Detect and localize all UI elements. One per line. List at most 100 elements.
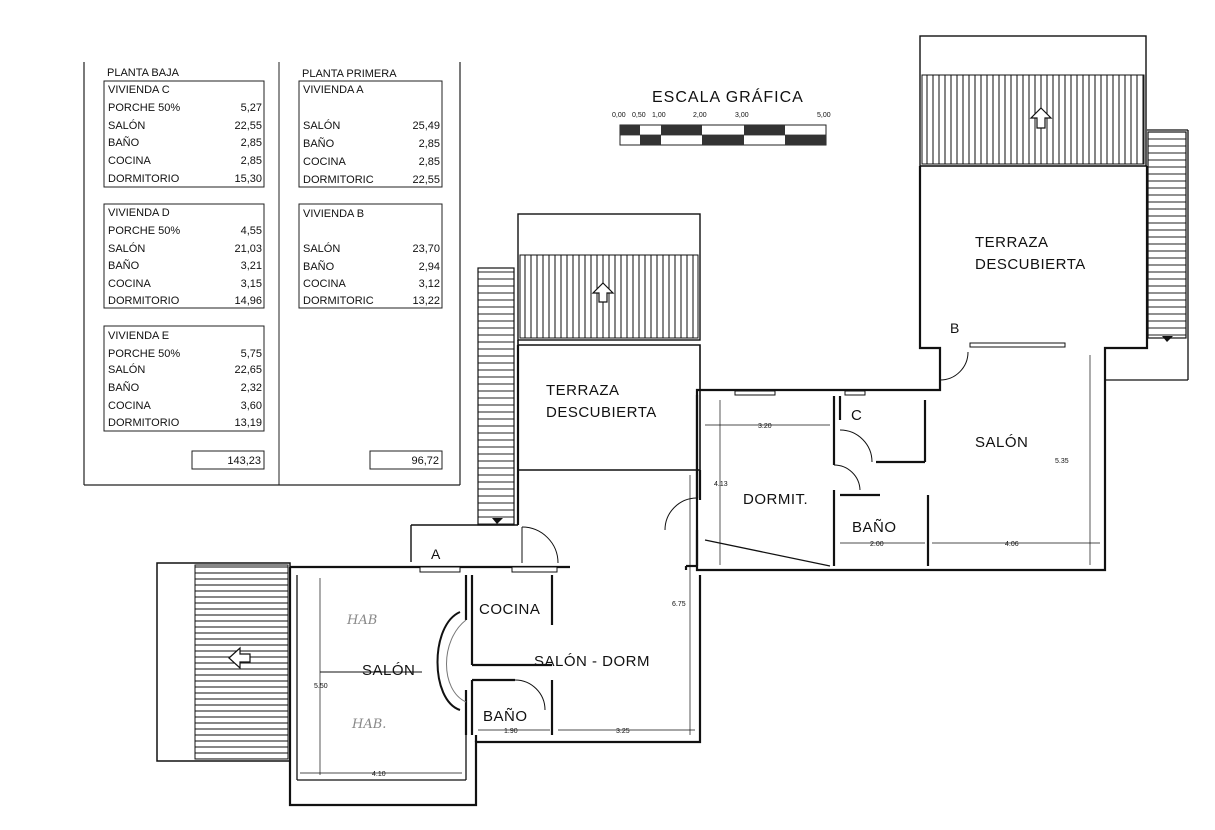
room-label: BAÑO: [108, 381, 140, 394]
room-area: 13,22: [412, 295, 440, 307]
room-terraza-left-line2: DESCUBIERTA: [546, 404, 657, 421]
room-label: BAÑO: [108, 136, 140, 149]
room-label: COCINA: [303, 156, 346, 168]
dimension-label: 5.50: [314, 683, 328, 690]
dimension-label: 4.06: [1005, 541, 1019, 548]
room-area: 2,32: [241, 382, 262, 394]
room-terraza-right: TERRAZA: [975, 234, 1049, 251]
room-area: 21,03: [234, 243, 262, 255]
room-label: COCINA: [108, 278, 151, 290]
room-area: 2,94: [419, 261, 440, 273]
dimension-label: 1.90: [504, 728, 518, 735]
scale-title: ESCALA GRÁFICA: [652, 87, 804, 106]
room-area: 2,85: [419, 156, 440, 168]
dimension-label: 6.75: [672, 601, 686, 608]
room-label: PORCHE 50%: [108, 102, 180, 114]
vivienda-c-table: VIVIENDA C PORCHE 50% 5,27 SALÓN 22,55 B…: [103, 80, 265, 188]
dimension-label: 4.13: [714, 481, 728, 488]
room-cocina-left: COCINA: [479, 601, 540, 618]
terrace-hatch-right: [921, 74, 1145, 165]
room-label: COCINA: [108, 155, 151, 167]
room-area: 3,60: [241, 400, 262, 412]
room-bano-right: BAÑO: [852, 519, 897, 536]
room-cocina-right: C: [851, 407, 862, 424]
scale-tick-label: 5,00: [817, 112, 831, 119]
room-area: 4,55: [241, 225, 262, 237]
room-label: DORMITORIC: [303, 295, 374, 307]
marker-a: A: [431, 546, 441, 562]
area-tables: PLANTA BAJA PLANTA PRIMERA VIVIENDA C PO…: [83, 62, 461, 486]
marker-b: B: [950, 320, 959, 336]
vivienda-name: VIVIENDA A: [303, 84, 364, 96]
room-label: BAÑO: [108, 259, 140, 272]
room-area: 2,85: [241, 137, 262, 149]
room-area: 3,21: [241, 260, 262, 272]
room-salon-right: SALÓN: [975, 434, 1028, 451]
room-label: DORMITORIO: [108, 173, 180, 185]
room-label: SALÓN: [108, 119, 145, 132]
room-label: PORCHE 50%: [108, 225, 180, 237]
room-area: 5,27: [241, 102, 262, 114]
room-label: COCINA: [303, 278, 346, 290]
room-label: DORMITORIO: [108, 295, 180, 307]
room-salon-left: SALÓN: [362, 662, 415, 679]
room-label: BAÑO: [303, 260, 335, 273]
vivienda-a-table: VIVIENDA A SALÓN 25,49 BAÑO 2,85 COCINA …: [298, 80, 443, 188]
dimension-label: 5.35: [1055, 458, 1069, 465]
vivienda-name: VIVIENDA C: [108, 84, 170, 96]
planta-baja-total: 143,23: [227, 455, 261, 467]
room-salon-dorm: SALÓN - DORM: [534, 653, 650, 670]
stairs-right: [1147, 131, 1187, 339]
room-label: SALÓN: [108, 242, 145, 255]
room-area: 5,75: [241, 348, 262, 360]
scale-tick-label: 0,00: [612, 112, 626, 119]
room-label: SALÓN: [303, 119, 340, 132]
vivienda-name: VIVIENDA E: [108, 330, 169, 342]
down-arrow-icon: [492, 336, 1173, 524]
vivienda-b-table: VIVIENDA B SALÓN 23,70 BAÑO 2,94 COCINA …: [298, 203, 443, 309]
room-area: 23,70: [412, 243, 440, 255]
terrace-hatch-left: [519, 254, 699, 339]
room-area: 13,19: [234, 417, 262, 429]
dimension-label: 2.00: [870, 541, 884, 548]
room-bano-left: BAÑO: [483, 708, 528, 725]
room-label: PORCHE 50%: [108, 348, 180, 360]
room-label: DORMITORIO: [108, 417, 180, 429]
room-area: 15,30: [234, 173, 262, 185]
room-label: DORMITORIC: [303, 174, 374, 186]
room-area: 2,85: [419, 138, 440, 150]
scale-tick-label: 0,50: [632, 112, 646, 119]
handwritten-hab-bottom: HAB.: [351, 717, 386, 732]
room-label: SALÓN: [303, 242, 340, 255]
up-arrow-icon: [1029, 107, 1053, 129]
windows: [419, 342, 1066, 573]
room-terraza-right-line2: DESCUBIERTA: [975, 256, 1086, 273]
dimension-lines: [300, 355, 1100, 775]
handwritten-hab-top: HAB: [346, 613, 377, 628]
room-terraza-left: TERRAZA: [546, 382, 620, 399]
dimension-label: 4.10: [372, 771, 386, 778]
room-dormit: DORMIT.: [743, 491, 808, 508]
graphic-scale: ESCALA GRÁFICA 0,00 0,50 1,00 2,00 3,00 …: [612, 87, 831, 146]
room-area: 22,55: [412, 174, 440, 186]
planta-primera-title: PLANTA PRIMERA: [302, 68, 397, 80]
left-arrow-icon: [228, 646, 251, 670]
vivienda-name: VIVIENDA D: [108, 207, 170, 219]
room-area: 22,55: [234, 120, 262, 132]
scale-tick-label: 3,00: [735, 112, 749, 119]
room-area: 14,96: [234, 295, 262, 307]
room-area: 3,15: [241, 278, 262, 290]
room-label: COCINA: [108, 400, 151, 412]
planta-baja-title: PLANTA BAJA: [107, 67, 180, 79]
vivienda-name: VIVIENDA B: [303, 208, 364, 220]
scale-tick-label: 2,00: [693, 112, 707, 119]
room-label: BAÑO: [303, 137, 335, 150]
vivienda-d-table: VIVIENDA D PORCHE 50% 4,55 SALÓN 21,03 B…: [103, 203, 265, 309]
room-area: 3,12: [419, 278, 440, 290]
up-arrow-icon: [591, 282, 615, 303]
vivienda-e-table: VIVIENDA E PORCHE 50% 5,75 SALÓN 22,65 B…: [103, 325, 265, 432]
room-label: SALÓN: [108, 363, 145, 376]
room-area: 2,85: [241, 155, 262, 167]
scale-tick-label: 1,00: [652, 112, 666, 119]
dimension-label: 3.25: [616, 728, 630, 735]
